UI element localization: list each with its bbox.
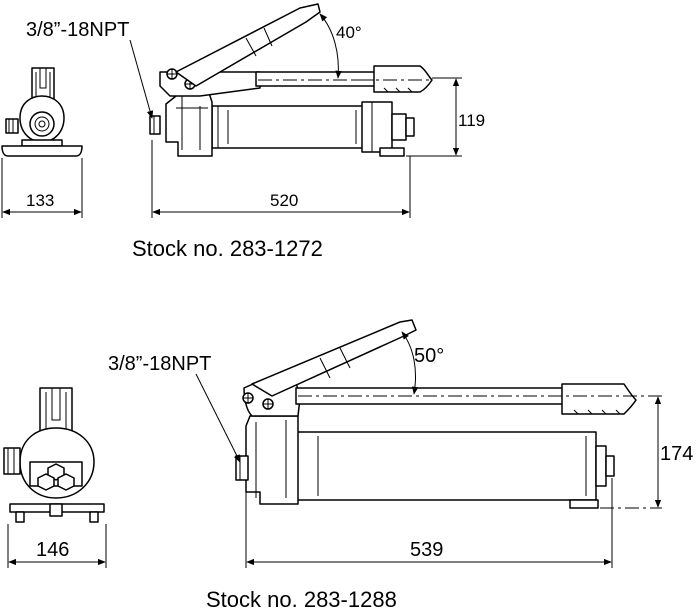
pump-1-dimensions: [1, 77, 462, 218]
pump-1-length-label: 520: [270, 191, 298, 210]
pump-1-end-view: [1, 67, 83, 157]
pump-2-side-view: [195, 319, 662, 509]
pump-1-drawing: 3/8”-18NPT 40° 119 133 520 Stock no. 283…: [1, 3, 485, 261]
pump-2-height-label: 174: [660, 443, 693, 465]
pump-2-caption: Stock no. 283-1288: [206, 587, 397, 612]
pump-1-port-label: 3/8”-18NPT: [26, 19, 129, 41]
pump-1-angle-label: 40°: [336, 23, 362, 42]
pump-2-width-label: 146: [36, 539, 69, 561]
pump-2-drawing: 3/8”-18NPT 50° 174 146 539 Stock no. 283…: [3, 319, 693, 612]
pump-1-caption: Stock no. 283-1272: [132, 236, 323, 261]
pump-2-length-label: 539: [410, 539, 443, 561]
pump-2-port-label: 3/8”-18NPT: [108, 353, 211, 375]
pump-2-dimensions: [7, 396, 662, 568]
pump-2-angle-label: 50°: [414, 345, 444, 367]
pump-2-end-view: [3, 387, 105, 523]
pump-1-width-label: 133: [26, 191, 54, 210]
pump-1-side-view: [129, 3, 433, 157]
pump-1-height-label: 119: [458, 111, 485, 130]
